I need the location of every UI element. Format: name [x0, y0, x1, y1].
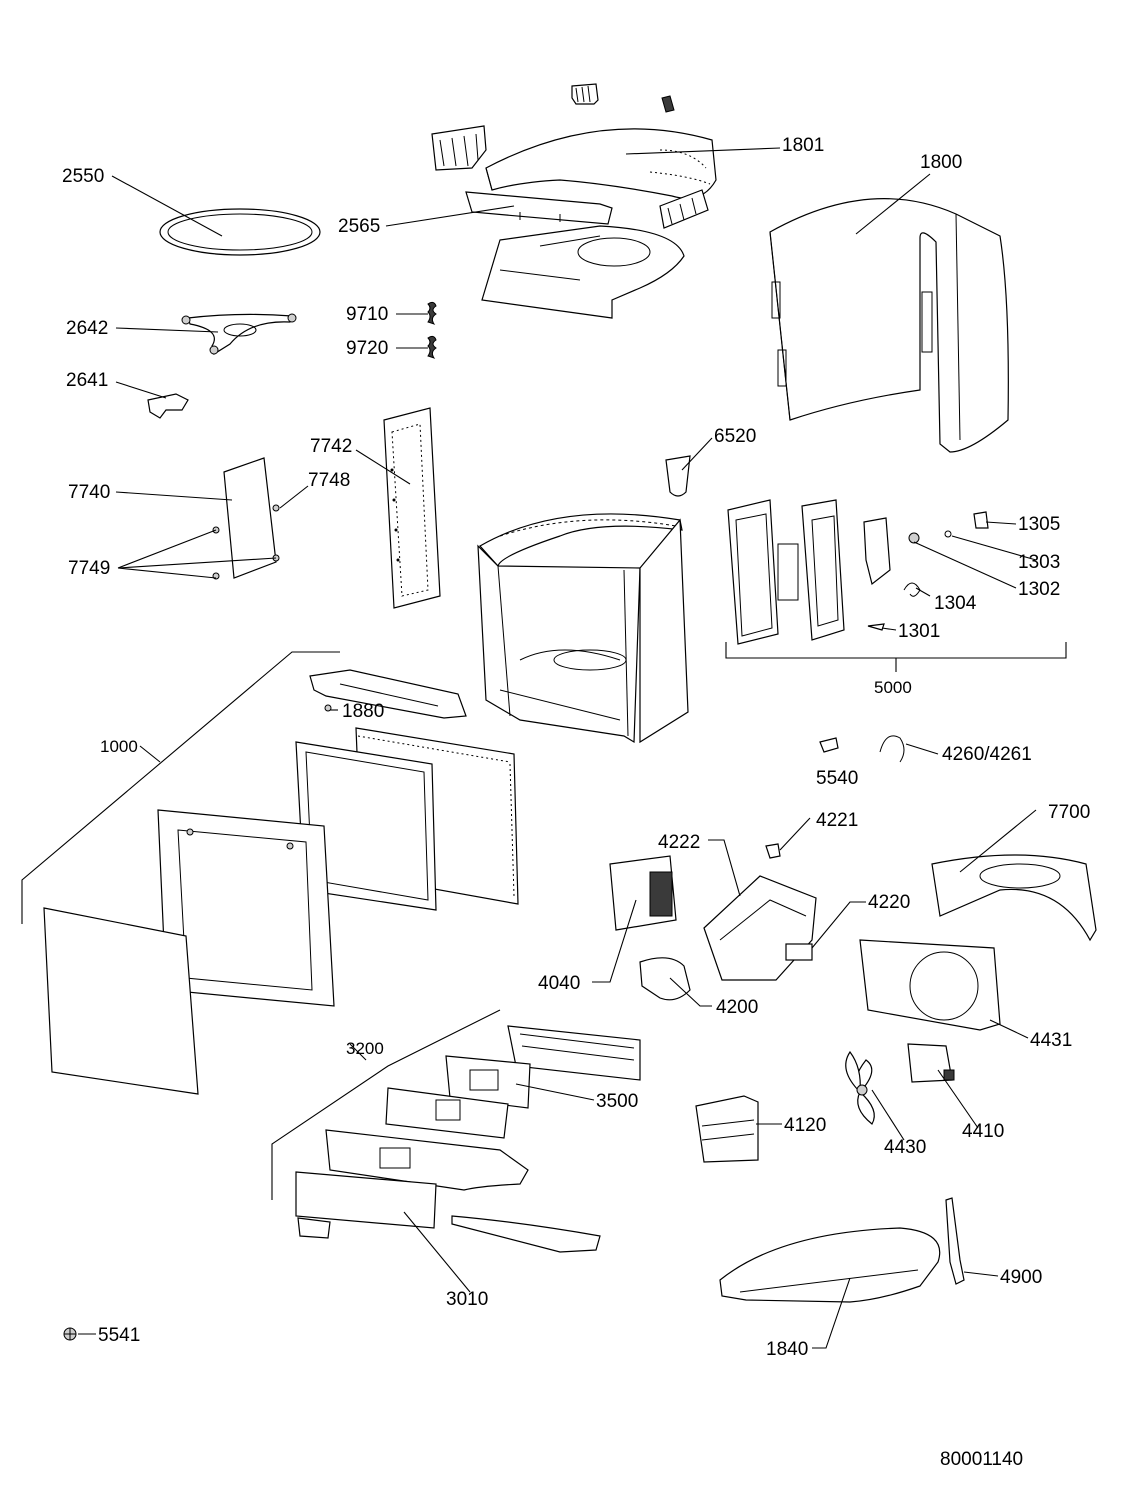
air-duct-7700	[931, 854, 1097, 942]
roller-support-2642	[181, 313, 297, 355]
label-4200: 4200	[716, 997, 758, 1018]
label-1840: 1840	[766, 1339, 808, 1360]
waveguide-2565	[465, 191, 685, 319]
label-1000: 1000	[100, 737, 138, 756]
coupler-2641	[147, 393, 189, 419]
label-6520: 6520	[714, 426, 756, 447]
fan-duct-4431	[859, 939, 1001, 1031]
label-1305: 1305	[1018, 514, 1060, 535]
control-assembly-5000	[725, 499, 1067, 672]
label-4222: 4222	[658, 832, 700, 853]
label-4410: 4410	[962, 1121, 1004, 1142]
label-4260-4261: 4260/4261	[942, 744, 1032, 765]
label-5541: 5541	[98, 1325, 140, 1346]
label-9710: 9710	[346, 304, 388, 325]
label-1302: 1302	[1018, 579, 1060, 600]
label-3010: 3010	[446, 1289, 488, 1310]
label-4431: 4431	[1030, 1030, 1072, 1051]
label-1880: 1880	[342, 701, 384, 722]
label-1800: 1800	[920, 152, 962, 173]
springs-9710-9720	[427, 301, 437, 359]
outer-wrap-1800	[769, 198, 1009, 453]
label-7740: 7740	[68, 482, 110, 503]
top-clip-parts	[571, 83, 675, 113]
label-4220: 4220	[868, 892, 910, 913]
magnetron-bracket-4222	[703, 875, 817, 981]
turntable-ring-2550	[159, 208, 321, 256]
transformer-4040	[609, 855, 691, 1001]
label-2550: 2550	[62, 166, 104, 187]
label-2642: 2642	[66, 318, 108, 339]
label-3200: 3200	[346, 1039, 384, 1058]
part-labels: 1801 1800 2550 2565 2642 9710 9720 2641 …	[62, 135, 1090, 1470]
label-7700: 7700	[1048, 802, 1090, 823]
label-7748: 7748	[308, 470, 350, 491]
thermal-parts	[765, 735, 905, 859]
document-number: 80001140	[940, 1449, 1023, 1470]
label-3500: 3500	[596, 1091, 638, 1112]
label-7742: 7742	[310, 436, 352, 457]
lamp-6520	[665, 455, 691, 497]
label-1303: 1303	[1018, 552, 1060, 573]
label-5000: 5000	[874, 678, 912, 697]
main-chassis	[477, 513, 689, 744]
door-assembly-1000	[43, 669, 519, 1095]
control-panel-3200	[295, 1025, 641, 1253]
label-7749: 7749	[68, 558, 110, 579]
top-cover-1801	[431, 125, 717, 229]
motor-parts	[695, 1043, 955, 1163]
label-1801: 1801	[782, 135, 824, 156]
label-2641: 2641	[66, 370, 108, 391]
label-4900: 4900	[1000, 1267, 1042, 1288]
label-1301: 1301	[898, 621, 940, 642]
base-tray-1840	[719, 1197, 965, 1303]
label-5540: 5540	[816, 768, 858, 789]
label-1304: 1304	[934, 593, 977, 614]
label-9720: 9720	[346, 338, 388, 359]
label-4120: 4120	[784, 1115, 826, 1136]
leader-lines	[21, 147, 1037, 1349]
label-2565: 2565	[338, 216, 380, 237]
screw-5541	[63, 1327, 77, 1341]
label-4040: 4040	[538, 973, 580, 994]
label-4221: 4221	[816, 810, 858, 831]
label-4430: 4430	[884, 1137, 926, 1158]
bracket-7742	[383, 407, 441, 609]
